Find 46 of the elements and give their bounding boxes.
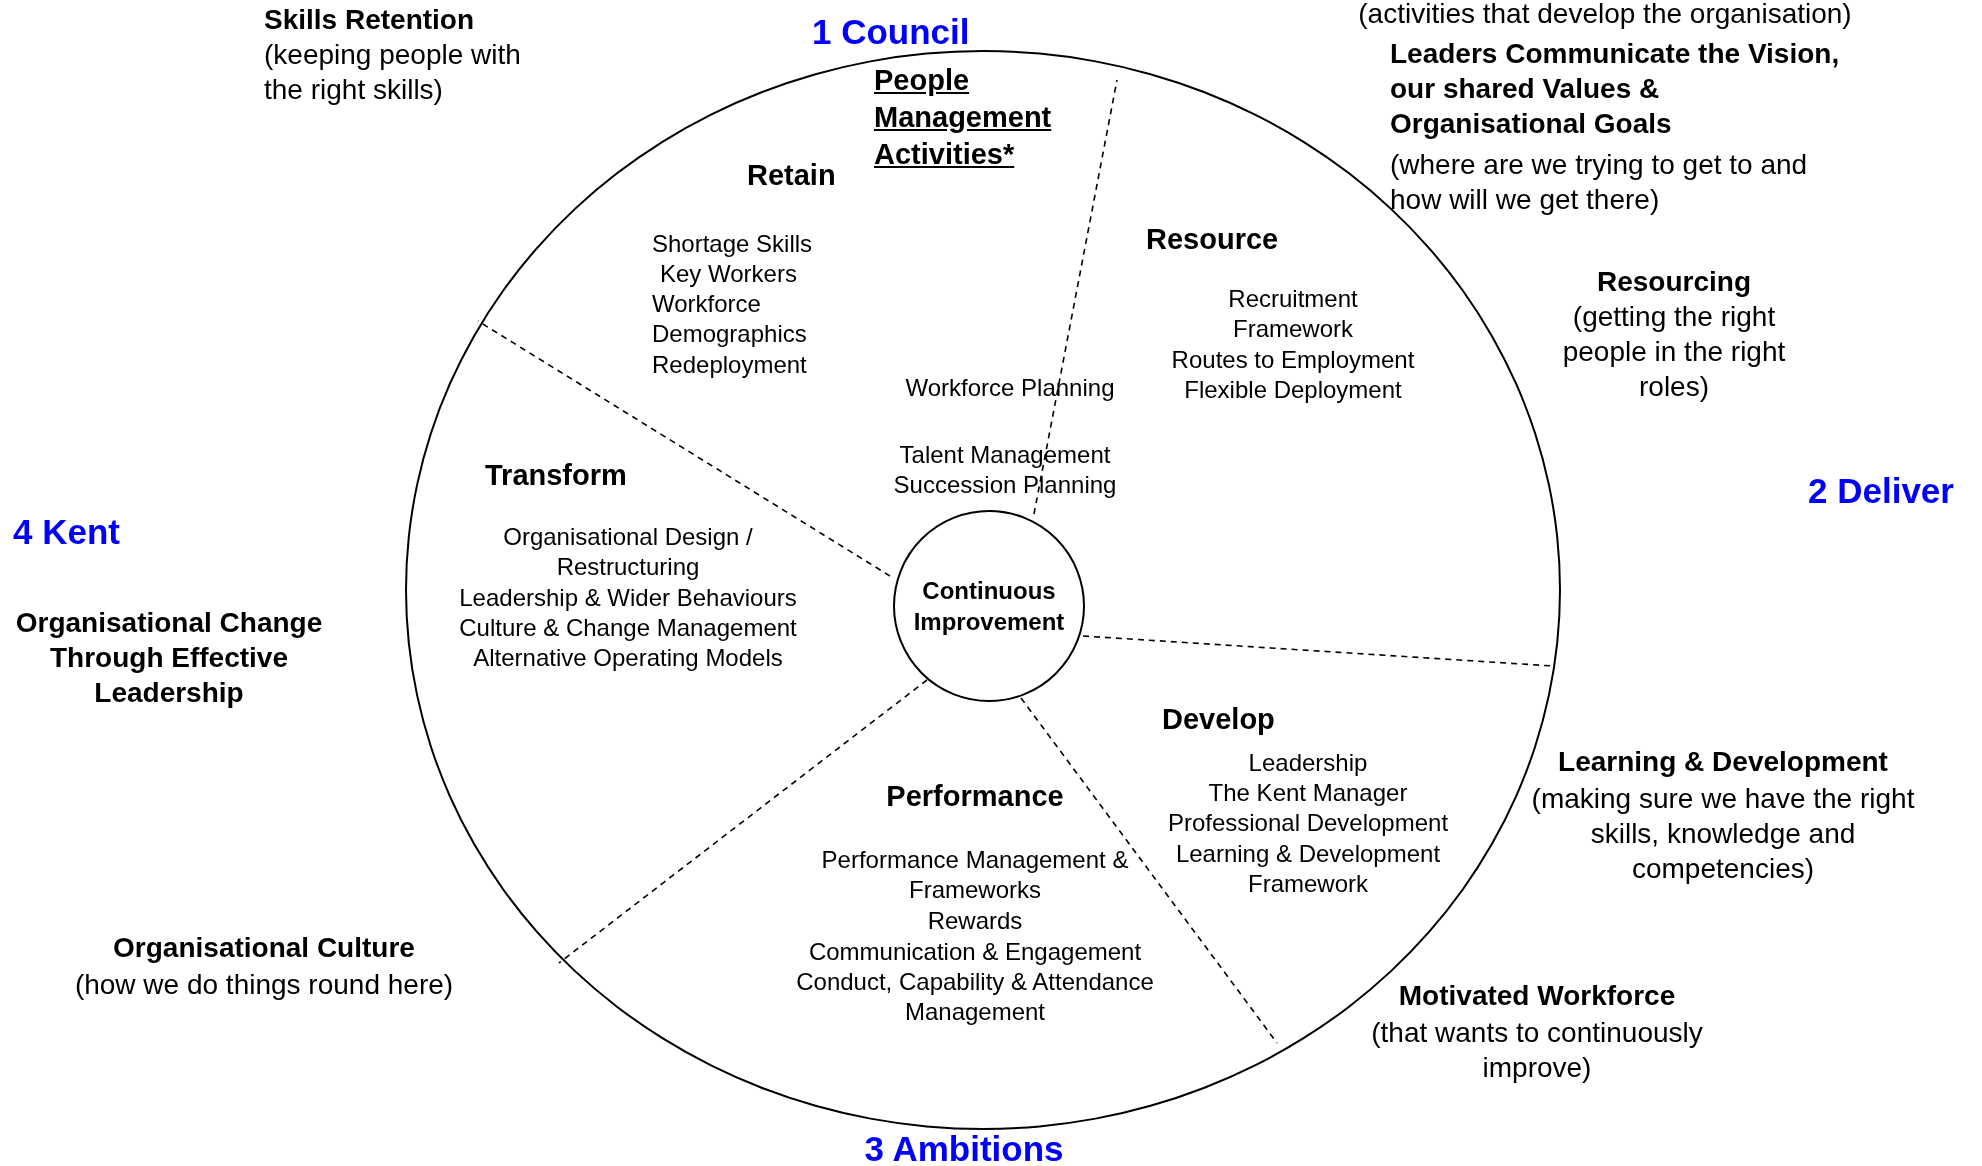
list-item: Alternative Operating Models [472, 643, 784, 673]
description-text: (making sure we have the right skills, knowledge and competencies) [1530, 782, 1916, 886]
list-item: The Kent Manager [1207, 778, 1409, 808]
list-item: Routes to Employment [1170, 345, 1416, 375]
list-item: Conduct, Capability & Attendance Management [795, 967, 1155, 1027]
description-text: (where are we trying to get to and how will we get there) [1390, 148, 1809, 217]
sector-title: Resource [1146, 222, 1279, 257]
center-text: Continuous Improvement [912, 575, 1066, 637]
number-label: 4 Kent [13, 511, 120, 553]
heading-text: Skills Retention [264, 3, 476, 37]
list-item: Succession Planning [892, 470, 1118, 500]
list-item: Shortage Skills [652, 229, 814, 259]
list-item: Communication & Engagement [807, 937, 1143, 967]
description-text: (keeping people with the right skills) [264, 38, 522, 107]
heading-text: Resourcing [1596, 265, 1752, 299]
wheel-heading: People Management Activities* [874, 63, 1053, 172]
sector-title: Retain [747, 158, 836, 193]
heading-text: Organisational Culture [112, 931, 416, 965]
list-item: Redeployment [652, 350, 808, 380]
number-label: 2 Deliver [1808, 470, 1954, 512]
list-item: Recruitment Framework [1227, 284, 1359, 344]
heading-text: Organisational Change Through Effective Leadership [14, 606, 324, 710]
number-label: 1 Council [812, 11, 970, 53]
sector-title: Transform [485, 458, 627, 493]
description-text: (getting the right people in the right roles) [1561, 300, 1787, 404]
heading-text: Learning & Development [1557, 745, 1889, 779]
list-item: Leadership & Wider Behaviours [458, 583, 798, 613]
heading-text: Motivated Workforce [1397, 979, 1677, 1013]
list-item: Key Workers [660, 259, 798, 289]
list-item: Workforce Planning [904, 373, 1116, 403]
list-item: Performance Management & Frameworks [820, 845, 1130, 905]
list-item: Culture & Change Management [458, 613, 798, 643]
heading-text: Leaders Communicate the Vision, our shared Values & Organisational Goals [1390, 37, 1840, 141]
sector-title: Performance [886, 779, 1064, 814]
list-item: Learning & Development Framework [1174, 839, 1442, 899]
sector-title: Develop [1162, 702, 1275, 737]
number-label: 3 Ambitions [864, 1128, 1064, 1166]
list-item: Professional Development [1166, 808, 1450, 838]
list-item: Leadership [1247, 748, 1369, 778]
description-text: (that wants to continuously improve) [1370, 1016, 1704, 1085]
description-text: (activities that develop the organisation) [1357, 0, 1853, 31]
list-item: Organisational Design / Restructuring [502, 522, 754, 582]
list-item: Talent Management [898, 440, 1112, 470]
list-item: Flexible Deployment [1183, 375, 1403, 405]
description-text: (how we do things round here) [74, 968, 454, 1002]
list-item: Rewards [926, 906, 1024, 936]
